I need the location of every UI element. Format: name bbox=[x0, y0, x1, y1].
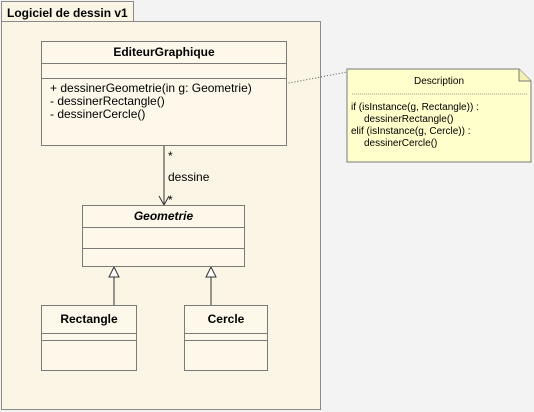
note-fold bbox=[518, 69, 531, 82]
class-rectangle-attributes bbox=[42, 334, 136, 341]
note-line-4: dessinerCercle() bbox=[364, 138, 438, 149]
operation-dessiner-geometrie: + dessinerGeometrie(in g: Geometrie) bbox=[50, 81, 252, 95]
package-title: Logiciel de dessin v1 bbox=[7, 6, 128, 20]
association-label: dessine bbox=[168, 170, 210, 184]
class-cercle-attributes bbox=[185, 334, 267, 341]
class-rectangle[interactable]: Rectangle bbox=[41, 305, 137, 371]
class-geometrie-attributes bbox=[83, 228, 244, 249]
note-line-2: dessinerRectangle() bbox=[364, 114, 454, 125]
class-editeur-graphique-name: EditeurGraphique bbox=[42, 42, 286, 64]
description-note: Description if (isInstance(g, Rectangle)… bbox=[347, 69, 531, 162]
generalization-cercle-triangle bbox=[205, 265, 217, 278]
association-source-multiplicity: * bbox=[168, 149, 173, 163]
association-target-multiplicity: * bbox=[168, 193, 173, 207]
note-line-1: if (isInstance(g, Rectangle)) : bbox=[351, 102, 479, 113]
class-geometrie[interactable]: Geometrie bbox=[82, 205, 245, 267]
operation-dessiner-rectangle: - dessinerRectangle() bbox=[50, 94, 165, 108]
class-editeur-graphique[interactable]: EditeurGraphique + dessinerGeometrie(in … bbox=[41, 41, 287, 146]
operation-dessiner-cercle: - dessinerCercle() bbox=[50, 107, 146, 121]
package-tab[interactable]: Logiciel de dessin v1 bbox=[1, 1, 134, 22]
note-title: Description bbox=[413, 76, 465, 87]
class-geometrie-name: Geometrie bbox=[83, 206, 244, 228]
note-shape[interactable] bbox=[346, 68, 532, 163]
class-rectangle-name: Rectangle bbox=[42, 306, 136, 334]
generalization-rectangle-triangle bbox=[108, 265, 120, 278]
class-cercle-name: Cercle bbox=[185, 306, 267, 334]
class-cercle[interactable]: Cercle bbox=[184, 305, 268, 371]
note-line-3: elif (isInstance(g, Cercle)) : bbox=[351, 126, 471, 137]
class-editeur-graphique-attributes bbox=[42, 64, 286, 79]
class-editeur-graphique-operations: + dessinerGeometrie(in g: Geometrie) - d… bbox=[42, 79, 286, 121]
